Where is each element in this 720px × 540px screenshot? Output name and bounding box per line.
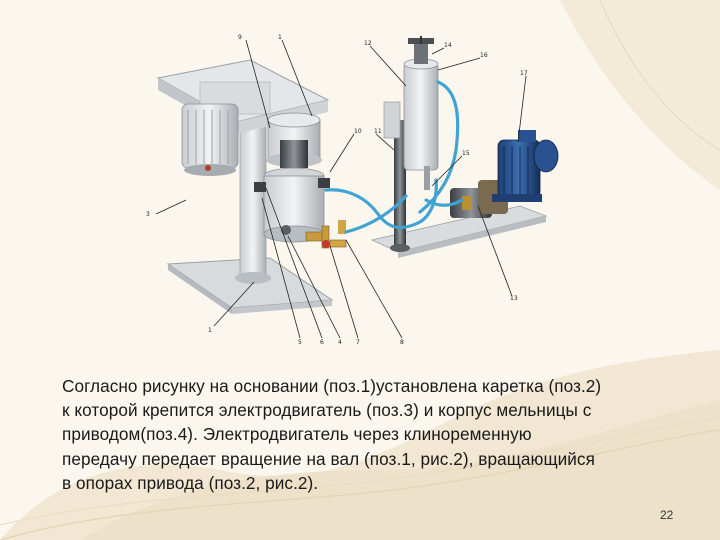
callout-6: 6 — [320, 339, 324, 346]
callout-5: 5 — [298, 339, 302, 346]
callout-8: 8 — [400, 339, 404, 346]
electric-motor — [181, 103, 239, 176]
description-line-1: Согласно рисунку на основании (поз.1)уст… — [62, 376, 602, 396]
callout-numbers: 9 1 12 14 16 17 3 10 11 15 13 1 5 6 4 7 … — [146, 34, 528, 346]
blue-hoses — [324, 80, 464, 234]
column — [235, 109, 271, 284]
description-line-3: приводом(поз.4). Электродвигатель через … — [62, 424, 532, 445]
mill-machine-illustration: 9 1 12 14 16 17 3 10 11 15 13 1 5 6 4 7 … — [146, 34, 559, 346]
description-line-4: передачу передает вращение на вал (поз.1… — [62, 448, 595, 469]
callout-12: 12 — [364, 40, 372, 47]
page-number: 22 — [660, 508, 674, 522]
description-paragraph: Согласно рисунку на основании (поз.1)уст… — [62, 374, 702, 495]
blue-motor — [492, 130, 559, 202]
mill-housing — [254, 112, 347, 249]
callout-17: 17 — [520, 70, 528, 77]
callout-10: 10 — [354, 128, 362, 135]
callout-4: 4 — [338, 339, 342, 346]
callout-13: 13 — [510, 295, 518, 302]
callout-15: 15 — [462, 150, 470, 157]
callout-1-bottom: 1 — [208, 327, 212, 334]
callout-3: 3 — [146, 211, 150, 218]
callout-16: 16 — [480, 52, 488, 59]
callout-leaders — [155, 39, 527, 339]
callout-1-top: 1 — [278, 34, 282, 41]
callout-7: 7 — [356, 339, 360, 346]
description-line-5: в опорах привода (поз.2, рис.2). — [62, 472, 319, 493]
callout-11: 11 — [374, 128, 382, 135]
separator-cylinder — [403, 36, 439, 190]
callout-9: 9 — [238, 34, 242, 41]
description-line-2: к которой крепится электродвигатель (поз… — [62, 400, 592, 421]
cylinder-stand — [383, 101, 410, 252]
callout-14: 14 — [444, 42, 452, 49]
